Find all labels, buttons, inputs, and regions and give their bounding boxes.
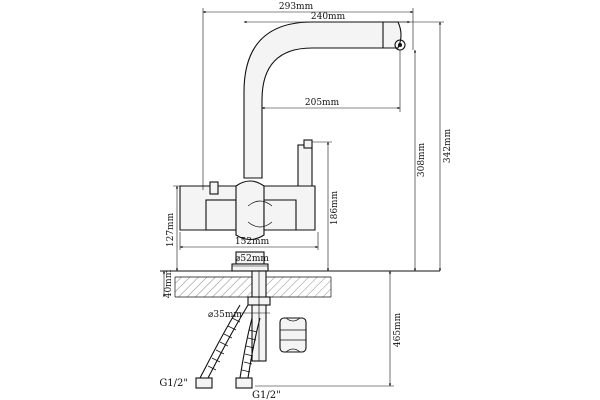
countertop — [160, 270, 440, 298]
dim-countertop: 40mm — [164, 269, 174, 298]
mounting-nut — [279, 317, 307, 353]
dim-width-spout: 240mm — [311, 12, 346, 22]
thread-left-label: G1/2" — [159, 378, 188, 389]
dimension-lines — [162, 8, 444, 387]
dim-height-total: 342mm — [443, 128, 453, 163]
dim-height-spout: 308mm — [417, 142, 427, 177]
dim-base-diameter: ⌀52mm — [235, 254, 269, 264]
dim-spout-reach: 205mm — [305, 98, 340, 108]
thread-right-label: G1/2" — [252, 390, 281, 400]
dim-hose-length: 465mm — [393, 312, 403, 347]
dim-width-total: 293mm — [279, 2, 314, 12]
faucet-body — [179, 180, 316, 272]
dimension-labels: 293mm 240mm 205mm 152mm ⌀52mm ⌀35mm 342m… — [159, 2, 453, 400]
flexible-hoses — [195, 304, 261, 389]
dim-base-width: 152mm — [235, 237, 270, 247]
dim-shank-diameter: ⌀35mm — [208, 310, 242, 320]
dim-height-body: 127mm — [166, 212, 176, 247]
faucet-side-lever — [297, 139, 313, 194]
dim-height-handle: 186mm — [330, 190, 340, 225]
